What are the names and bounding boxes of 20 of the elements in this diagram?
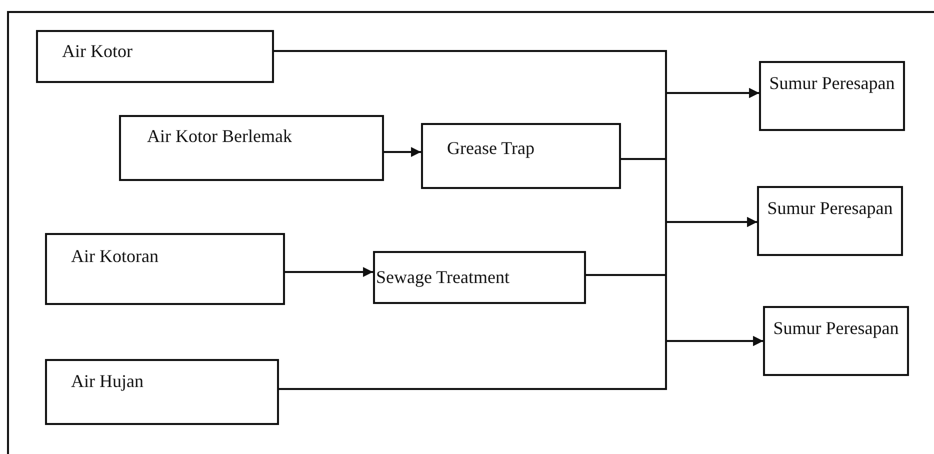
process-box (45, 233, 285, 305)
process-box (373, 251, 586, 304)
process-box (757, 186, 903, 256)
arrow (384, 147, 421, 157)
node-label: Sumur Peresapan (772, 317, 900, 340)
arrow (285, 267, 373, 277)
node-label: Air Hujan (71, 370, 144, 392)
node-label: Air Kotor Berlemak (147, 125, 292, 148)
process-box (421, 123, 621, 189)
process-box (759, 61, 905, 131)
process-box (45, 359, 279, 425)
process-box (36, 30, 274, 83)
node-label: Air Kotor (62, 40, 132, 62)
process-box (119, 115, 384, 181)
node-label: Grease Trap (447, 137, 534, 160)
process-box (763, 306, 909, 376)
node-label: Sewage Treatment (376, 266, 510, 288)
node-label: Sumur Peresapan (766, 197, 894, 220)
node-label: Sumur Peresapan (768, 72, 896, 94)
node-label: Air Kotoran (71, 245, 158, 268)
